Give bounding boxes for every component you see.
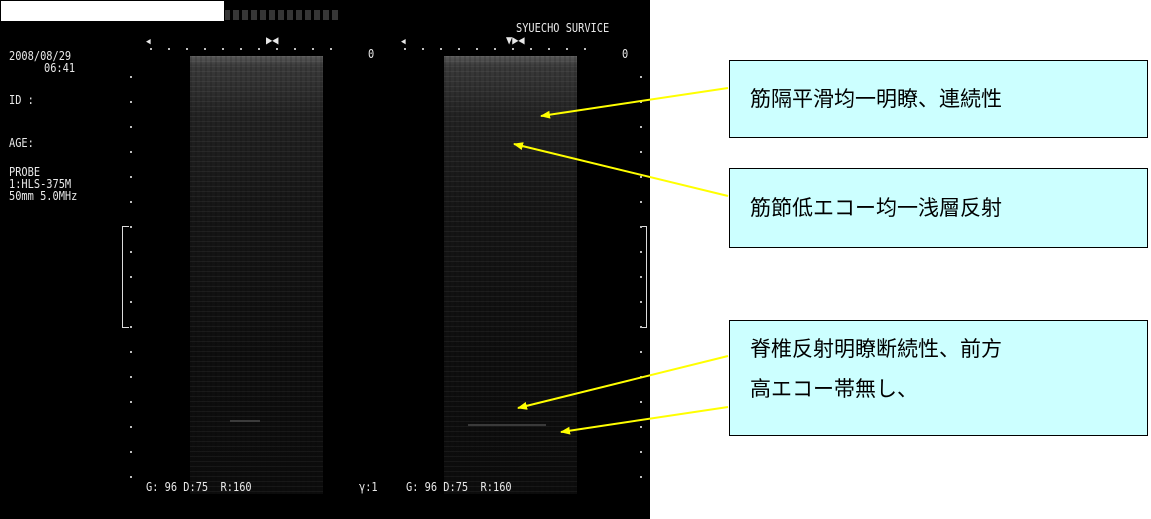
right-depth-tick — [640, 301, 642, 303]
probe-label: PROBE — [9, 165, 41, 179]
left-width-tick — [150, 48, 152, 50]
left-depth-tick — [130, 76, 132, 78]
left-depth-tick — [130, 101, 132, 103]
arrow-to-septum — [540, 87, 729, 119]
right-depth-tick — [640, 276, 642, 278]
right-depth-tick — [640, 426, 642, 428]
left-depth-tick — [130, 276, 132, 278]
brand-label: SYUECHO SURVICE — [516, 21, 610, 35]
right-width-tick — [422, 48, 424, 50]
depth-zero-left: 0 — [368, 47, 375, 61]
left-depth-tick — [130, 151, 132, 153]
left-gain-settings: G: 96 D:75 R:160 — [146, 480, 252, 494]
left-width-tick — [222, 48, 224, 50]
right-depth-tick — [640, 476, 642, 478]
probe-model: 1:HLS-375M — [9, 177, 72, 191]
left-depth-tick — [130, 376, 132, 378]
right-width-tick — [548, 48, 550, 50]
right-depth-tick — [640, 176, 642, 178]
right-width-tick — [512, 48, 514, 50]
annotation-muscle-node-text: 筋節低エコー均一浅層反射 — [750, 196, 1002, 220]
right-image-noise — [444, 56, 577, 494]
left-width-tick — [330, 48, 332, 50]
left-depth-tick — [130, 176, 132, 178]
left-depth-tick — [130, 351, 132, 353]
left-width-tick — [312, 48, 314, 50]
right-width-tick — [584, 48, 586, 50]
left-depth-tick — [130, 226, 132, 228]
right-focus-marker-icon: ▼▶◀ — [506, 33, 525, 47]
left-depth-tick — [130, 426, 132, 428]
right-depth-tick — [640, 401, 642, 403]
left-depth-tick — [130, 301, 132, 303]
age-label: AGE: — [9, 136, 34, 150]
left-width-tick — [276, 48, 278, 50]
arrow-to-spine-reflection — [517, 355, 729, 410]
left-depth-tick — [130, 251, 132, 253]
right-width-tick — [476, 48, 478, 50]
right-depth-tick — [640, 226, 642, 228]
left-depth-tick — [130, 476, 132, 478]
right-depth-tick — [640, 76, 642, 78]
left-focus-marker-icon: ▶◀ — [266, 33, 279, 47]
right-width-tick — [404, 48, 406, 50]
right-image-pane — [444, 56, 577, 494]
annotation-septum: 筋隔平滑均一明瞭、連続性 — [729, 60, 1148, 138]
annotation-muscle-node: 筋節低エコー均一浅層反射 — [729, 168, 1148, 248]
left-depth-tick — [130, 326, 132, 328]
exam-time: 06:41 — [44, 61, 76, 75]
redaction-box — [0, 0, 225, 22]
left-width-tick — [186, 48, 188, 50]
probe-spec: 50mm 5.0MHz — [9, 189, 78, 203]
exam-date: 2008/08/29 — [9, 49, 72, 63]
ultrasound-image: SYUECHO SURVICE 2008/08/29 06:41 ID : AG… — [0, 0, 650, 519]
right-image-reflection — [468, 424, 546, 426]
left-width-tick — [258, 48, 260, 50]
left-depth-tick — [130, 201, 132, 203]
left-depth-bracket — [122, 226, 129, 328]
left-depth-tick — [130, 126, 132, 128]
gamma-setting: γ:1 — [359, 480, 378, 494]
right-depth-tick — [640, 451, 642, 453]
right-width-tick — [458, 48, 460, 50]
left-image-speck — [230, 420, 260, 422]
right-depth-tick — [640, 201, 642, 203]
left-scale-arrow-icon: ◀ — [146, 37, 151, 47]
right-scale-arrow-icon: ◀ — [401, 37, 406, 47]
left-width-tick — [204, 48, 206, 50]
left-width-tick — [168, 48, 170, 50]
right-gain-settings: G: 96 D:75 R:160 — [406, 480, 512, 494]
right-width-tick — [566, 48, 568, 50]
annotation-spine-line1: 脊椎反射明瞭断続性、前方 — [750, 337, 1002, 361]
depth-zero-right: 0 — [622, 47, 629, 61]
arrow-to-anterior-band — [560, 406, 729, 435]
id-label: ID : — [9, 93, 34, 107]
left-depth-tick — [130, 451, 132, 453]
annotation-septum-text: 筋隔平滑均一明瞭、連続性 — [750, 87, 1002, 111]
right-width-tick — [494, 48, 496, 50]
annotation-spine-line2: 高エコー帯無し、 — [750, 377, 918, 401]
right-width-tick — [530, 48, 532, 50]
right-width-tick — [440, 48, 442, 50]
right-depth-tick — [640, 351, 642, 353]
left-width-tick — [294, 48, 296, 50]
left-depth-tick — [130, 401, 132, 403]
arrow-to-muscle-node — [513, 142, 729, 197]
annotation-spine: 脊椎反射明瞭断続性、前方 高エコー帯無し、 — [729, 320, 1148, 436]
left-width-tick — [240, 48, 242, 50]
left-image-pane — [190, 56, 323, 494]
right-depth-tick — [640, 326, 642, 328]
right-depth-bracket — [640, 226, 647, 328]
right-depth-tick — [640, 251, 642, 253]
right-depth-tick — [640, 126, 642, 128]
right-depth-tick — [640, 151, 642, 153]
